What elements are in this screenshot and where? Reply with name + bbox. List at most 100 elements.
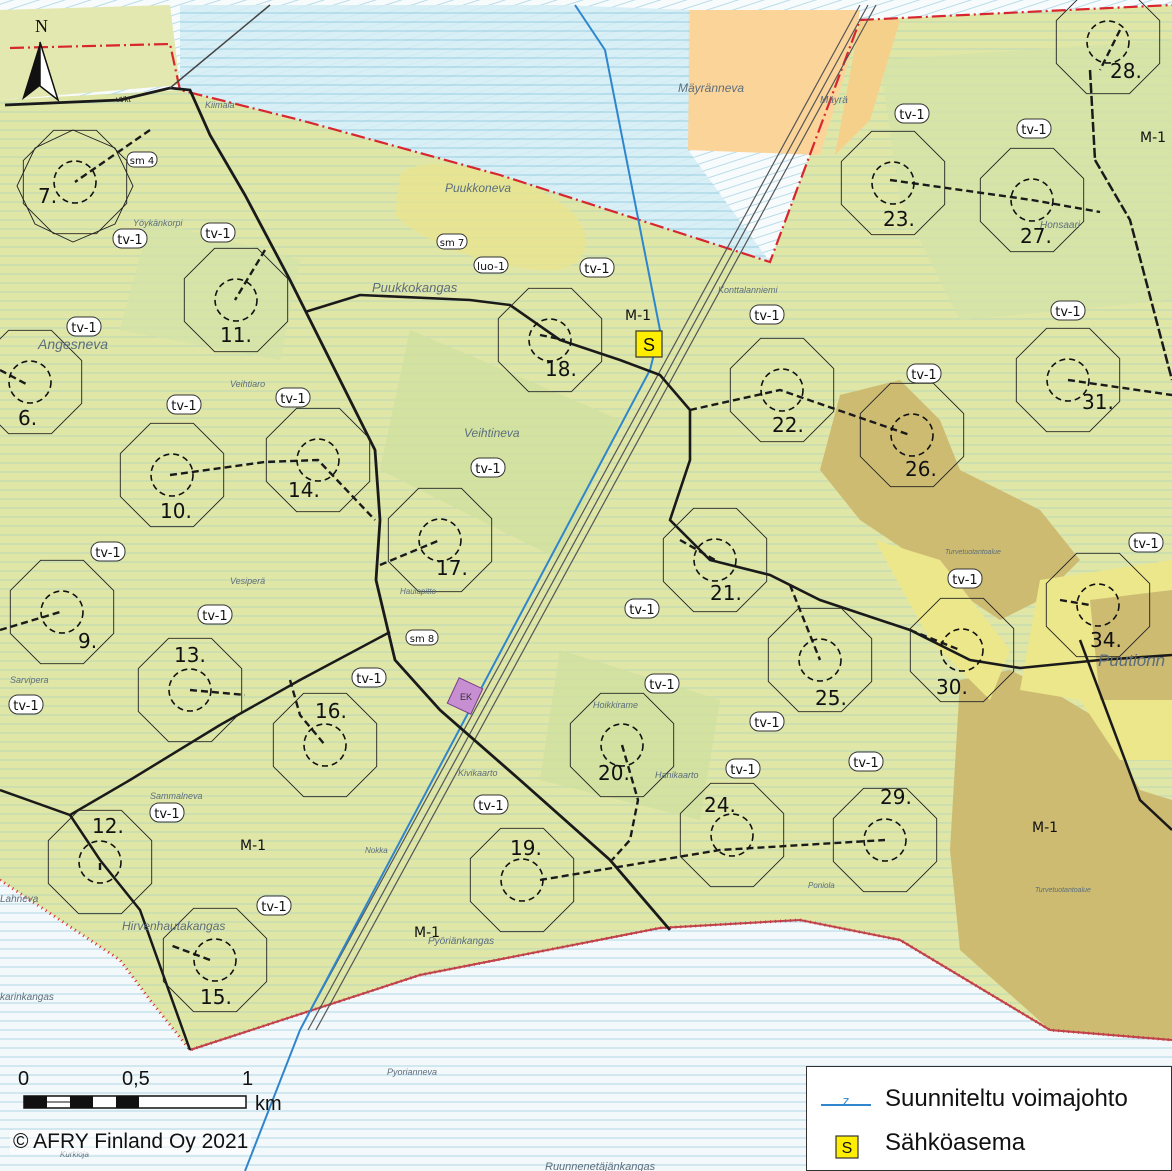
zone-label-luo1: luo-1 xyxy=(473,256,509,274)
turbine-rotor-circle xyxy=(1076,583,1120,627)
turbine-9: 9. xyxy=(9,559,115,665)
place-lahneva: Lahneva xyxy=(0,894,39,905)
svg-text:tv-1: tv-1 xyxy=(899,108,924,123)
zone-label-tv1: tv-1 xyxy=(275,387,311,408)
zone-label-tv1: tv-1 xyxy=(947,568,983,589)
road xyxy=(1093,159,1172,381)
svg-text:tv-1: tv-1 xyxy=(71,321,96,336)
turbine-buffer-octagon xyxy=(840,130,946,236)
turbine-number: 24. xyxy=(704,793,736,817)
zone-label-sm7: sm 7 xyxy=(436,233,468,250)
scale-bar xyxy=(23,1095,247,1109)
turbine-19: 19. xyxy=(469,827,575,933)
northern-wetland-hatch xyxy=(180,5,770,262)
zone-label-m1: M-1 xyxy=(625,308,651,324)
zone-label-tv1: tv-1 xyxy=(8,694,44,715)
turbine-number: 11. xyxy=(220,323,252,347)
legend-label: Sähköasema xyxy=(885,1129,1026,1156)
substation-symbol-icon: S xyxy=(835,1135,859,1159)
turbine-11: 11. xyxy=(183,247,289,353)
place-veihtineva: Veihtineva xyxy=(464,426,520,440)
zone-label-tv1: tv-1 xyxy=(112,228,148,249)
green-patch xyxy=(120,220,300,360)
turbine-30: 30. xyxy=(909,597,1015,703)
place-mayranneva: Mäyränneva xyxy=(678,81,744,95)
svg-text:tv-1: tv-1 xyxy=(853,756,878,771)
place-karinkangas: karinkangas xyxy=(0,992,54,1003)
turbine-23: 23. xyxy=(840,130,946,236)
svg-text:tv-1: tv-1 xyxy=(754,309,779,324)
zone-label-tv1: tv-1 xyxy=(848,751,884,772)
legend-item-power-line: z Suunniteltu voimajohto xyxy=(807,1085,1171,1125)
turbine-20: 20. xyxy=(569,692,675,798)
place-puutionneva: Puutionn xyxy=(1098,651,1165,670)
svg-text:tv-1: tv-1 xyxy=(649,678,674,693)
turbine-rotor-circle xyxy=(600,723,644,767)
svg-text:tv-1: tv-1 xyxy=(629,603,654,618)
zone-label-tv1: tv-1 xyxy=(579,257,615,278)
place-vt-kt: vt/kt xyxy=(116,95,131,104)
turbine-rotor-circle xyxy=(40,590,84,634)
svg-text:tv-1: tv-1 xyxy=(1055,305,1080,320)
zone-label-m1: M-1 xyxy=(240,838,266,854)
turbine-rotor-circle xyxy=(500,858,544,902)
turbine-rotor-circle xyxy=(296,438,340,482)
turbine-buffer-octagon xyxy=(859,382,965,488)
svg-text:tv-1: tv-1 xyxy=(730,763,755,778)
agriculture-field xyxy=(688,10,860,155)
svg-text:tv-1: tv-1 xyxy=(202,609,227,624)
turbine-buffer-octagon xyxy=(0,329,83,435)
place-kurkioja: Kurkioja xyxy=(60,1150,89,1159)
svg-text:tv-1: tv-1 xyxy=(754,716,779,731)
turbine-rotor-circle xyxy=(760,368,804,412)
turbine-29: 29. xyxy=(832,785,938,893)
zone-label-tv1: tv-1 xyxy=(256,895,292,916)
turbine-buffer-octagon xyxy=(662,507,768,613)
zone-label-tv1: tv-1 xyxy=(1016,118,1052,139)
place-vesipera: Vesiperä xyxy=(230,576,265,586)
turbine-18: 18. xyxy=(497,287,603,393)
svg-text:tv-1: tv-1 xyxy=(205,227,230,242)
turbine-rotor-circle xyxy=(710,813,754,857)
turbine-buffer-octagon xyxy=(9,559,115,665)
turbine-rotor-circle xyxy=(418,518,462,562)
turbine-rotor-circle xyxy=(8,360,52,404)
turbine-21: 21. xyxy=(662,507,768,613)
turbine-rotor-circle xyxy=(168,668,212,712)
turbine-buffer-octagon xyxy=(265,407,371,513)
copyright: © AFRY Finland Oy 2021 xyxy=(10,1130,252,1154)
place-nokka: Nokka xyxy=(365,846,388,855)
turbine-12: 12. xyxy=(47,809,153,915)
turbine-rotor-circle xyxy=(1046,358,1090,402)
turbine-rotor-circle xyxy=(798,638,842,682)
svg-text:z: z xyxy=(843,1095,849,1108)
place-sarvipera: Sarvipera xyxy=(10,675,49,685)
turbine-buffer-octagon xyxy=(979,147,1085,253)
svg-text:tv-1: tv-1 xyxy=(911,368,936,383)
road xyxy=(68,814,192,1051)
turbine-26: 26. xyxy=(859,382,965,488)
turbine-number: 10. xyxy=(160,499,192,523)
turbine-number: 13. xyxy=(174,643,206,667)
turbine-buffer-octagon xyxy=(272,692,378,798)
turbine-number: 25. xyxy=(815,686,847,710)
turbine-number: 34. xyxy=(1090,628,1122,652)
svg-text:tv-1: tv-1 xyxy=(584,262,609,277)
place-kivikaarto: Kivikaarto xyxy=(458,768,498,778)
turbine-number: 9. xyxy=(78,629,97,653)
svg-text:tv-1: tv-1 xyxy=(280,392,305,407)
ek-area xyxy=(446,677,484,715)
place-veihtiaro: Veihtiaro xyxy=(230,379,265,389)
zone-label-tv1: tv-1 xyxy=(624,598,660,619)
north-label: N xyxy=(35,16,48,36)
zone-label-m1: M-1 xyxy=(1032,820,1058,836)
zone-label-tv1: tv-1 xyxy=(351,667,387,688)
place-puukkoneva: Puukkoneva xyxy=(445,181,511,195)
place-honsaari: Honsaari xyxy=(1040,220,1081,231)
svg-text:tv-1: tv-1 xyxy=(1021,123,1046,138)
railway xyxy=(299,4,861,1031)
zone-labels: M-1 M-1 M-1 M-1 M-1 luo-1 sm 4 sm 7 sm 8 xyxy=(126,130,1166,941)
turbine-number: 23. xyxy=(883,207,915,231)
scale-label-mid: 0,5 xyxy=(122,1068,150,1090)
